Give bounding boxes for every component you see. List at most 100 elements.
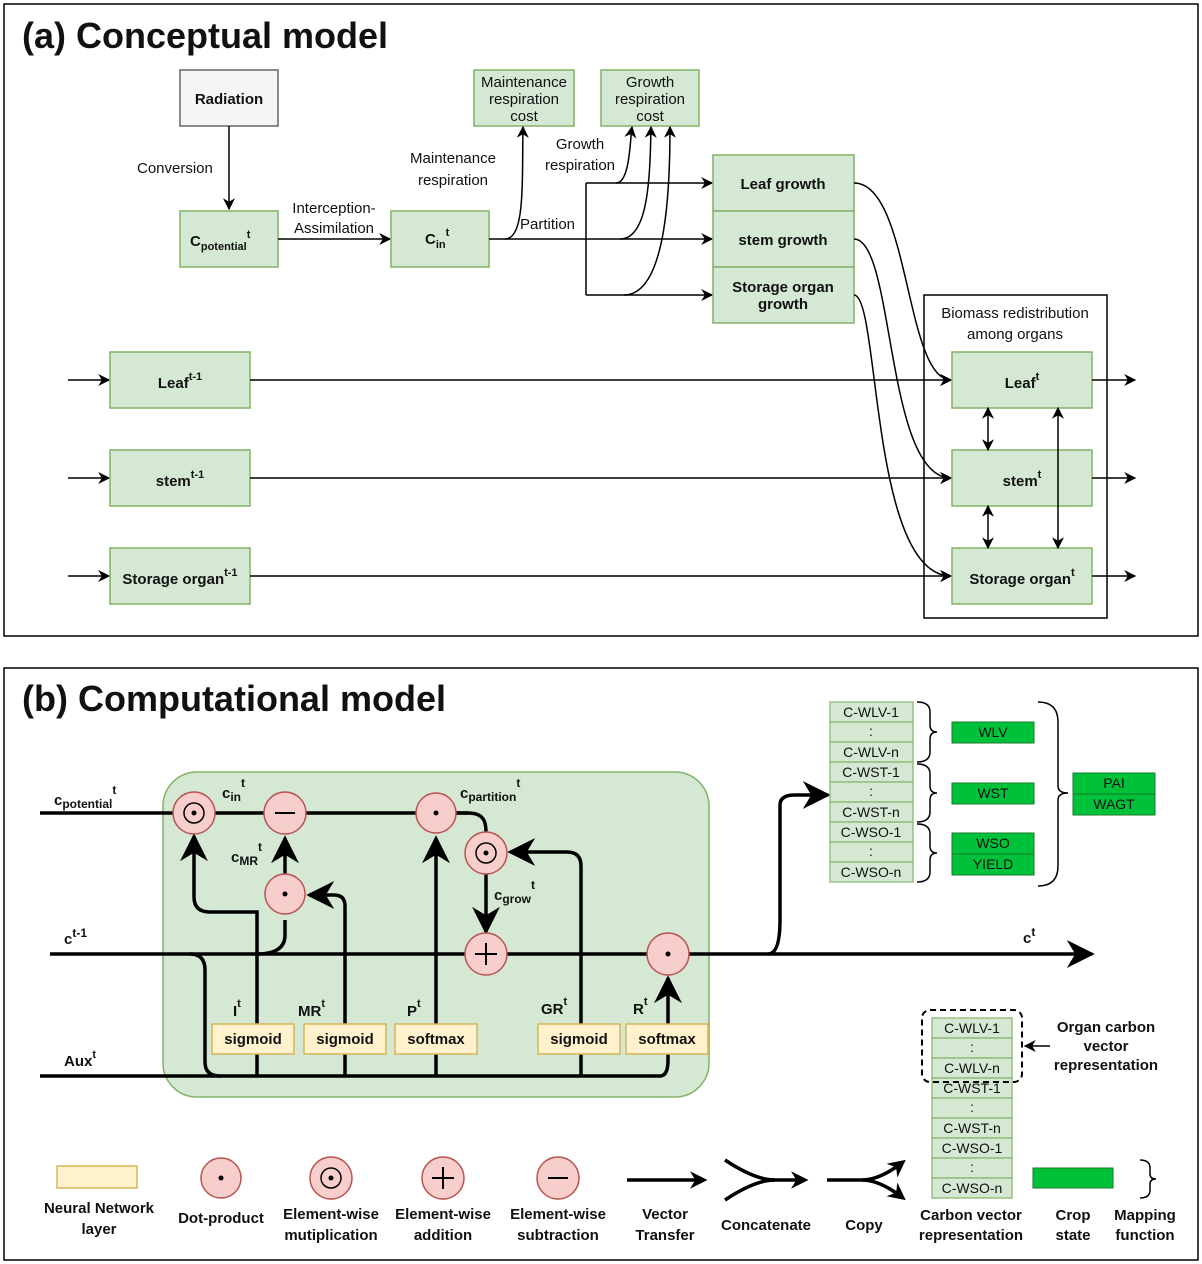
crop-state-wagt <box>1072 793 1156 816</box>
legend-cv-label-1: Carbon vector <box>920 1207 1022 1224</box>
ct1-to-mr <box>256 920 287 956</box>
crop-state-wlv <box>951 721 1035 744</box>
growth-resp-arrow-1 <box>615 125 637 184</box>
legend-copy-icon <box>827 1159 906 1201</box>
ct1-to-aux-route <box>189 952 221 1078</box>
growth-cost-2: respiration <box>615 91 685 108</box>
stem-growth-box <box>712 210 855 268</box>
nn-layer-GR-label: sigmoid <box>550 1031 608 1048</box>
interception-label-2: Assimilation <box>294 220 374 237</box>
legend-add-label-2: addition <box>414 1227 472 1244</box>
nn-layer-R <box>625 1023 709 1055</box>
mapping-brace-wso <box>916 823 938 883</box>
svg-text:C-WST-n: C-WST-n <box>842 804 900 820</box>
mapping-brace-wst <box>916 763 938 823</box>
cin-box <box>390 210 490 268</box>
svg-text:C-WLV-1: C-WLV-1 <box>944 1020 1000 1036</box>
gate-MR-to-dot <box>306 881 347 1076</box>
svg-text:C-WST-1: C-WST-1 <box>842 764 900 780</box>
svg-text:C-WLV-n: C-WLV-n <box>843 744 899 760</box>
legend-map-label-2: function <box>1115 1227 1174 1244</box>
cpartition-var: cpartitiont <box>460 776 520 804</box>
ct-var: ct <box>1023 925 1035 947</box>
storage-t-label: Storage organt <box>969 567 1075 588</box>
legend-copy-label: Copy <box>845 1217 883 1234</box>
nn-layer-I <box>211 1023 295 1055</box>
storage-growth-to-storage <box>853 294 953 582</box>
storage-prev-box <box>109 547 251 605</box>
cin-var: cint <box>222 776 245 804</box>
stem-growth-label: stem growth <box>738 232 827 249</box>
leaf-t-label: Leaft <box>1005 371 1040 392</box>
stem-prev-box <box>109 449 251 507</box>
legend-sub-label-1: Element-wise <box>510 1206 606 1223</box>
nn-layer-GR <box>537 1023 621 1055</box>
svg-text:C-WSO-1: C-WSO-1 <box>942 1140 1003 1156</box>
growth-resp-label-2: respiration <box>545 157 615 174</box>
maint-resp-label-2: respiration <box>418 172 488 189</box>
gate-GR-to-mult <box>507 838 583 1076</box>
organ-carbon-label-3: representation <box>1054 1057 1158 1074</box>
panel-a-frame <box>3 3 1199 637</box>
gate-I-to-mult <box>180 833 259 924</box>
cpotential-label: Cpotentialt <box>190 229 251 253</box>
crop-state-yield-label: YIELD <box>973 856 1013 872</box>
maint-resp-label-1: Maintenance <box>410 150 496 167</box>
maint-cost-1: Maintenance <box>481 74 567 91</box>
crop-state-wlv-label: WLV <box>978 724 1008 740</box>
svg-text:C-WSO-n: C-WSO-n <box>942 1180 1003 1196</box>
cmr-var: cMRt <box>231 840 262 868</box>
storage-growth-label-1: Storage organ <box>732 279 834 296</box>
gate-MR-label: MRt <box>298 998 325 1020</box>
svg-text::: : <box>970 1039 974 1055</box>
storage-prev-label: Storage organt-1 <box>122 567 237 588</box>
growth-cost-box <box>600 69 700 127</box>
organ-carbon-label-1: Organ carbon <box>1057 1019 1155 1036</box>
maint-cost-2: respiration <box>489 91 559 108</box>
leaf-growth-label: Leaf growth <box>741 176 826 193</box>
nn-layer-MR-label: sigmoid <box>316 1031 374 1048</box>
organ-carbon-highlight <box>921 1009 1023 1083</box>
cgrow-var: cgrowt <box>494 878 535 906</box>
legend-vt-label-2: Transfer <box>635 1227 694 1244</box>
legend-cv-label-2: representation <box>919 1227 1023 1244</box>
panel-a-title: (a) Conceptual model <box>22 15 388 56</box>
interception-label-1: Interception- <box>292 200 375 217</box>
stem-t-label: stemt <box>1003 469 1042 490</box>
crop-state-yield <box>951 853 1035 876</box>
carbon-vector-top: C-WLV-1 : C-WLV-n C-WST-1 : C-WST-n C-WS… <box>829 701 914 883</box>
nn-layer-I-label: sigmoid <box>224 1031 282 1048</box>
mapping-brace-wlv <box>916 701 938 763</box>
mapping-brace-total <box>1037 701 1069 887</box>
storage-growth-label-2: growth <box>758 296 808 313</box>
nn-layer-P <box>394 1023 478 1055</box>
legend-add-label-1: Element-wise <box>395 1206 491 1223</box>
growth-cost-1: Growth <box>626 74 674 91</box>
gate-I-label: It <box>233 998 241 1020</box>
growth-resp-label-1: Growth <box>556 136 604 153</box>
svg-text::: : <box>869 783 873 799</box>
legend-sub-label-2: subtraction <box>517 1227 599 1244</box>
radiation-label: Radiation <box>195 91 263 108</box>
growth-resp-arrow-3 <box>623 125 676 296</box>
legend-mult-label-2: mutiplication <box>284 1227 377 1244</box>
svg-text:C-WST-n: C-WST-n <box>943 1120 1001 1136</box>
crop-state-pai-label: PAI <box>1103 775 1125 791</box>
carbon-vector-bottom: C-WLV-1 : C-WLV-n C-WST-1 : C-WST-n C-WS… <box>931 1017 1013 1199</box>
maint-resp-arrow <box>504 125 529 240</box>
cpartition-line <box>436 811 488 833</box>
maint-cost-3: cost <box>510 108 538 125</box>
legend-map-label-1: Mapping <box>1114 1207 1176 1224</box>
crop-state-wst <box>951 782 1035 805</box>
svg-text:C-WLV-1: C-WLV-1 <box>843 704 899 720</box>
panel-b-frame <box>3 667 1199 1261</box>
gate-R-label: Rt <box>633 996 648 1018</box>
legend-nn-label-2: layer <box>81 1221 116 1238</box>
cprev-var: ct-1 <box>64 926 87 948</box>
cin-label: Cint <box>425 227 450 251</box>
legend-crop-label-1: Crop <box>1056 1207 1091 1224</box>
leaf-prev-box <box>109 351 251 409</box>
nn-layer-P-label: softmax <box>407 1031 465 1048</box>
legend-nn-swatch <box>56 1165 138 1189</box>
